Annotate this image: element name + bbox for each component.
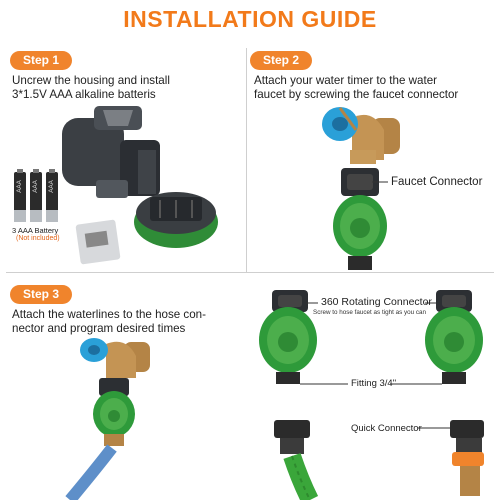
timer-device-step-3 bbox=[93, 378, 135, 446]
battery-caption: 3 AAA Battery bbox=[12, 226, 59, 235]
aaa-batteries bbox=[14, 169, 58, 222]
timer-housing-image bbox=[62, 106, 218, 248]
rotating-connector-note: Screw to hose faucet as tight as you can bbox=[313, 309, 427, 316]
faucet-connector-label: Faucet Connector bbox=[391, 176, 483, 188]
quick-connector-right bbox=[450, 420, 484, 496]
rotating-connector-label: 360 Rotating Connector bbox=[321, 296, 432, 308]
faucet-image bbox=[322, 107, 400, 164]
timer-device-step-2 bbox=[333, 168, 387, 270]
vertical-divider bbox=[246, 48, 247, 272]
page-title: INSTALLATION GUIDE bbox=[123, 6, 377, 32]
hose-step-3 bbox=[65, 444, 117, 500]
step-3-text-line-1: Attach the waterlines to the hose con- bbox=[12, 308, 206, 321]
timer-device-left bbox=[259, 290, 317, 384]
horizontal-divider bbox=[6, 272, 494, 273]
step-1-text-line-1: Uncrew the housing and install bbox=[12, 74, 170, 87]
step-2-badge: Step 2 bbox=[250, 51, 312, 70]
quick-connector-left bbox=[274, 420, 310, 454]
step-2-text-line-1: Attach your water timer to the water bbox=[254, 74, 437, 87]
step-1-text-line-2: 3*1.5V AAA alkaline batteris bbox=[12, 88, 156, 101]
step-3-text-line-2: nector and program desired times bbox=[12, 322, 186, 335]
fitting-label: Fitting 3/4" bbox=[351, 378, 397, 389]
quick-connector-label: Quick Connector bbox=[351, 423, 422, 434]
timer-device-right bbox=[425, 290, 483, 384]
step-1-badge: Step 1 bbox=[10, 51, 72, 70]
faucet-image-step-3 bbox=[80, 338, 150, 378]
battery-card bbox=[75, 219, 121, 265]
step-3-badge: Step 3 bbox=[10, 285, 72, 304]
step-2-text-line-2: faucet by screwing the faucet connector bbox=[254, 88, 459, 101]
battery-not-included: (Not included) bbox=[16, 235, 60, 242]
